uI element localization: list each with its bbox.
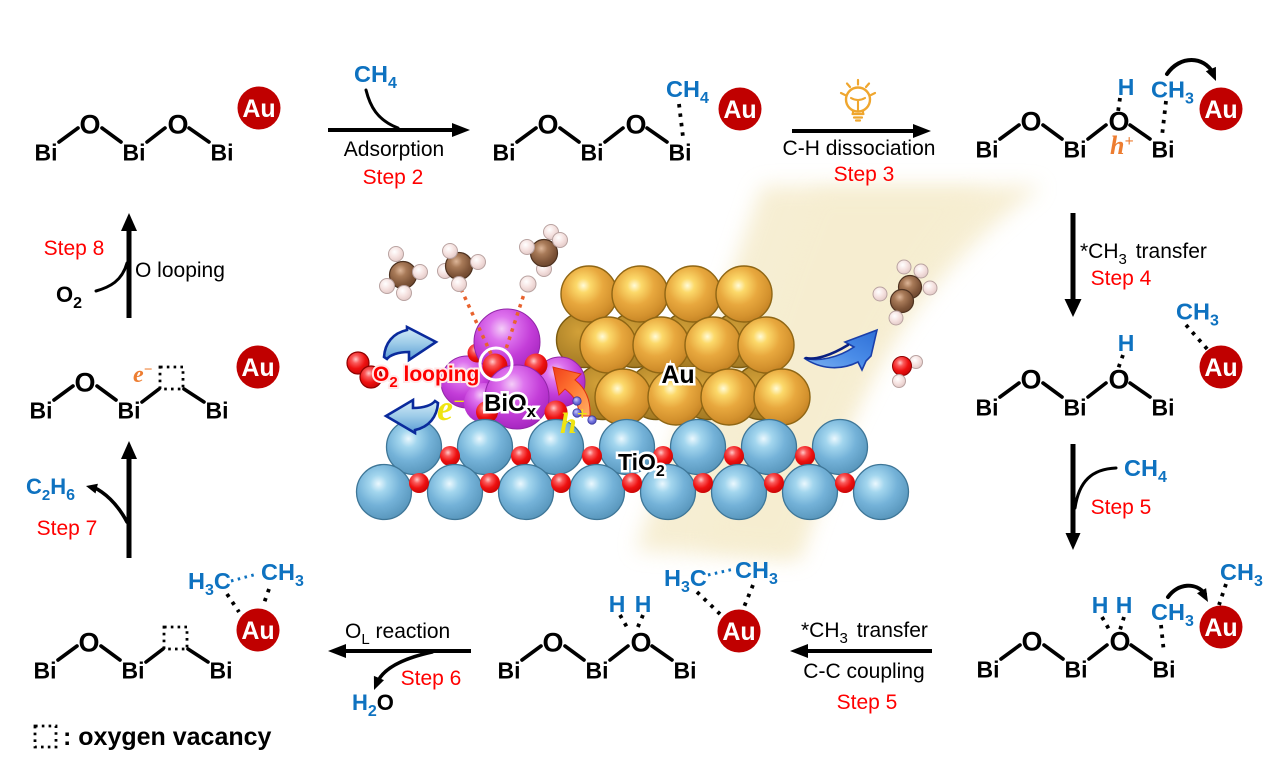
- svg-text:CH3: CH3: [1176, 299, 1219, 330]
- svg-text:Bi: Bi: [493, 140, 516, 166]
- svg-text:Bi: Bi: [977, 657, 1000, 683]
- svg-text:Step 5: Step 5: [837, 691, 898, 714]
- svg-text:Step 8: Step 8: [44, 237, 105, 260]
- svg-text:H3C: H3C: [664, 565, 707, 596]
- svg-text:Bi: Bi: [581, 140, 604, 166]
- svg-text:Bi: Bi: [1064, 137, 1087, 163]
- svg-text:Au: Au: [1204, 614, 1237, 642]
- svg-text:Bi: Bi: [30, 398, 53, 424]
- svg-text:H: H: [1118, 74, 1135, 100]
- svg-text:Bi: Bi: [34, 658, 57, 684]
- svg-text:Step 7: Step 7: [37, 517, 98, 540]
- svg-text:O: O: [74, 368, 95, 398]
- svg-text:OL reaction: OL reaction: [345, 620, 450, 648]
- svg-text:Bi: Bi: [669, 140, 692, 166]
- svg-text:O: O: [542, 628, 563, 658]
- svg-text:O2: O2: [56, 282, 82, 312]
- svg-text:Bi: Bi: [118, 398, 141, 424]
- svg-text:e−: e−: [133, 362, 153, 388]
- svg-text:: oxygen vacancy: : oxygen vacancy: [63, 723, 272, 751]
- svg-text:Bi: Bi: [210, 658, 233, 684]
- svg-text:H: H: [635, 591, 652, 617]
- svg-text:Bi: Bi: [976, 137, 999, 163]
- svg-text:Bi: Bi: [1152, 137, 1175, 163]
- svg-text:O2 looping: O2 looping: [373, 363, 479, 391]
- svg-text:CH3: CH3: [1151, 77, 1194, 108]
- svg-text:Step 6: Step 6: [401, 667, 462, 690]
- svg-text:Bi: Bi: [206, 398, 229, 424]
- svg-text:C2H6: C2H6: [26, 474, 75, 504]
- svg-text:Bi: Bi: [122, 658, 145, 684]
- svg-text:Au: Au: [661, 361, 694, 389]
- svg-text:Bi: Bi: [586, 658, 609, 684]
- svg-text:C-C coupling: C-C coupling: [803, 660, 924, 683]
- svg-text:H: H: [609, 591, 626, 617]
- svg-text:Au: Au: [1204, 96, 1237, 124]
- svg-text:Au: Au: [241, 354, 274, 382]
- svg-text:h+: h+: [560, 404, 588, 440]
- svg-text:H2O: H2O: [352, 690, 394, 720]
- svg-text:O: O: [1108, 365, 1129, 395]
- svg-text:Au: Au: [242, 95, 275, 123]
- svg-text:CH4: CH4: [666, 76, 709, 107]
- svg-text:H: H: [1118, 330, 1135, 356]
- svg-text:O: O: [79, 110, 100, 140]
- svg-text:Step 4: Step 4: [1091, 267, 1152, 290]
- svg-text:e−: e−: [437, 388, 465, 428]
- svg-text:O: O: [1108, 107, 1129, 137]
- svg-text:CH4: CH4: [1124, 455, 1167, 486]
- svg-text:Au: Au: [723, 96, 756, 124]
- svg-text:O: O: [1020, 365, 1041, 395]
- svg-text:O: O: [78, 628, 99, 658]
- svg-text:Adsorption: Adsorption: [344, 138, 444, 161]
- svg-text:Bi: Bi: [498, 658, 521, 684]
- svg-text:CH3: CH3: [261, 559, 304, 590]
- svg-text:Step 5: Step 5: [1091, 496, 1152, 519]
- svg-text:Bi: Bi: [1152, 395, 1175, 421]
- svg-text:CH3: CH3: [735, 557, 778, 588]
- svg-text:CH3: CH3: [1151, 599, 1194, 630]
- svg-text:Bi: Bi: [35, 140, 58, 166]
- svg-text:Bi: Bi: [211, 140, 234, 166]
- svg-text:O: O: [167, 110, 188, 140]
- svg-text:O: O: [1020, 107, 1041, 137]
- svg-text:O: O: [1021, 627, 1042, 657]
- svg-text:H: H: [1092, 592, 1109, 618]
- svg-text:Bi: Bi: [1153, 657, 1176, 683]
- svg-text:Step 3: Step 3: [834, 163, 895, 186]
- svg-text:h+: h+: [1110, 131, 1134, 160]
- svg-text:O: O: [1109, 627, 1130, 657]
- svg-text:O: O: [625, 110, 646, 140]
- svg-text:C-H dissociation: C-H dissociation: [783, 137, 936, 160]
- svg-text:*CH3 transfer: *CH3 transfer: [1080, 240, 1207, 268]
- svg-text:H3C: H3C: [188, 568, 231, 599]
- svg-text:O looping: O looping: [135, 259, 225, 282]
- svg-text:Au: Au: [722, 618, 755, 646]
- svg-text:Bi: Bi: [1064, 395, 1087, 421]
- svg-text:H: H: [1116, 592, 1133, 618]
- svg-text:O: O: [537, 110, 558, 140]
- svg-text:Au: Au: [1204, 354, 1237, 382]
- svg-text:Bi: Bi: [123, 140, 146, 166]
- svg-text:Bi: Bi: [976, 395, 999, 421]
- svg-text:Au: Au: [241, 617, 274, 645]
- svg-text:Bi: Bi: [674, 658, 697, 684]
- svg-text:Bi: Bi: [1065, 657, 1088, 683]
- svg-text:Step 2: Step 2: [363, 166, 424, 189]
- svg-text:*CH3 transfer: *CH3 transfer: [801, 619, 928, 647]
- svg-text:CH4: CH4: [354, 61, 397, 92]
- svg-text:O: O: [630, 628, 651, 658]
